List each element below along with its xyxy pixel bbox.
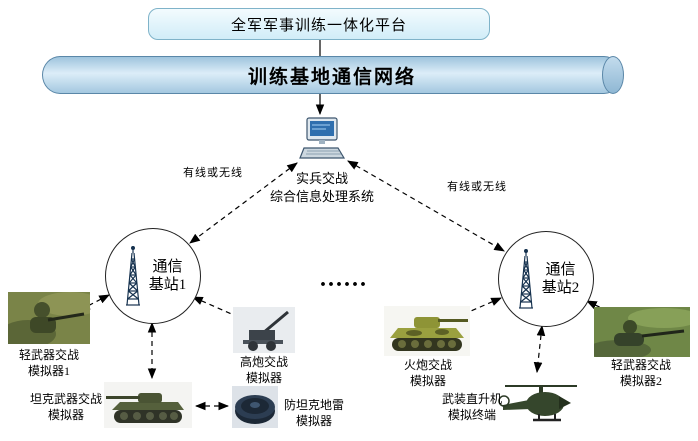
- aa-gun-sim-label: 高炮交战 模拟器: [239, 355, 288, 385]
- anti-tank-mine-sim-label: 防坦克地雷 模拟器: [283, 398, 344, 428]
- light-weapon-sim-1-label: 轻武器交战 模拟器1: [18, 348, 79, 378]
- antenna-tower-icon: [125, 246, 140, 306]
- antenna-tower-icon: [518, 249, 533, 309]
- network-backbone-label: 训练基地通信网络: [247, 66, 416, 88]
- light-weapon-sim-2-label: 轻武器交战 模拟器2: [610, 358, 671, 388]
- link-label-left: 有线或无线: [183, 167, 243, 179]
- tank-weapon-sim-label: 坦克武器交战 模拟器: [29, 392, 102, 422]
- platform-title-box: 全军军事训练一体化平台: [148, 8, 490, 40]
- base-station-1: 通信 基站1: [105, 228, 201, 324]
- artillery-sim-photo: [384, 306, 470, 356]
- tank-weapon-sim-photo: [104, 382, 192, 428]
- base-station-2-label: 通信 基站2: [541, 262, 580, 296]
- ellipsis-separator: ......: [320, 266, 368, 292]
- artillery-sim-label: 火炮交战 模拟器: [403, 358, 452, 388]
- helicopter-terminal-label: 武装直升机 模拟终端: [441, 392, 502, 422]
- anti-tank-mine-sim-photo: [232, 386, 278, 428]
- platform-title: 全军军事训练一体化平台: [230, 17, 407, 34]
- computer-icon: [298, 116, 346, 164]
- base-station-2: 通信 基站2: [498, 231, 594, 327]
- light-weapon-sim-1-photo: [8, 292, 90, 344]
- processing-system-label: 实兵交战 综合信息处理系统: [269, 171, 374, 204]
- helicopter-terminal-photo: [497, 376, 583, 434]
- aa-gun-sim-photo: [233, 307, 295, 353]
- network-backbone-pipe: 训练基地通信网络: [42, 56, 624, 94]
- link-label-right: 有线或无线: [447, 181, 507, 193]
- light-weapon-sim-2-photo: [594, 307, 690, 357]
- base-station-1-label: 通信 基站1: [148, 259, 187, 293]
